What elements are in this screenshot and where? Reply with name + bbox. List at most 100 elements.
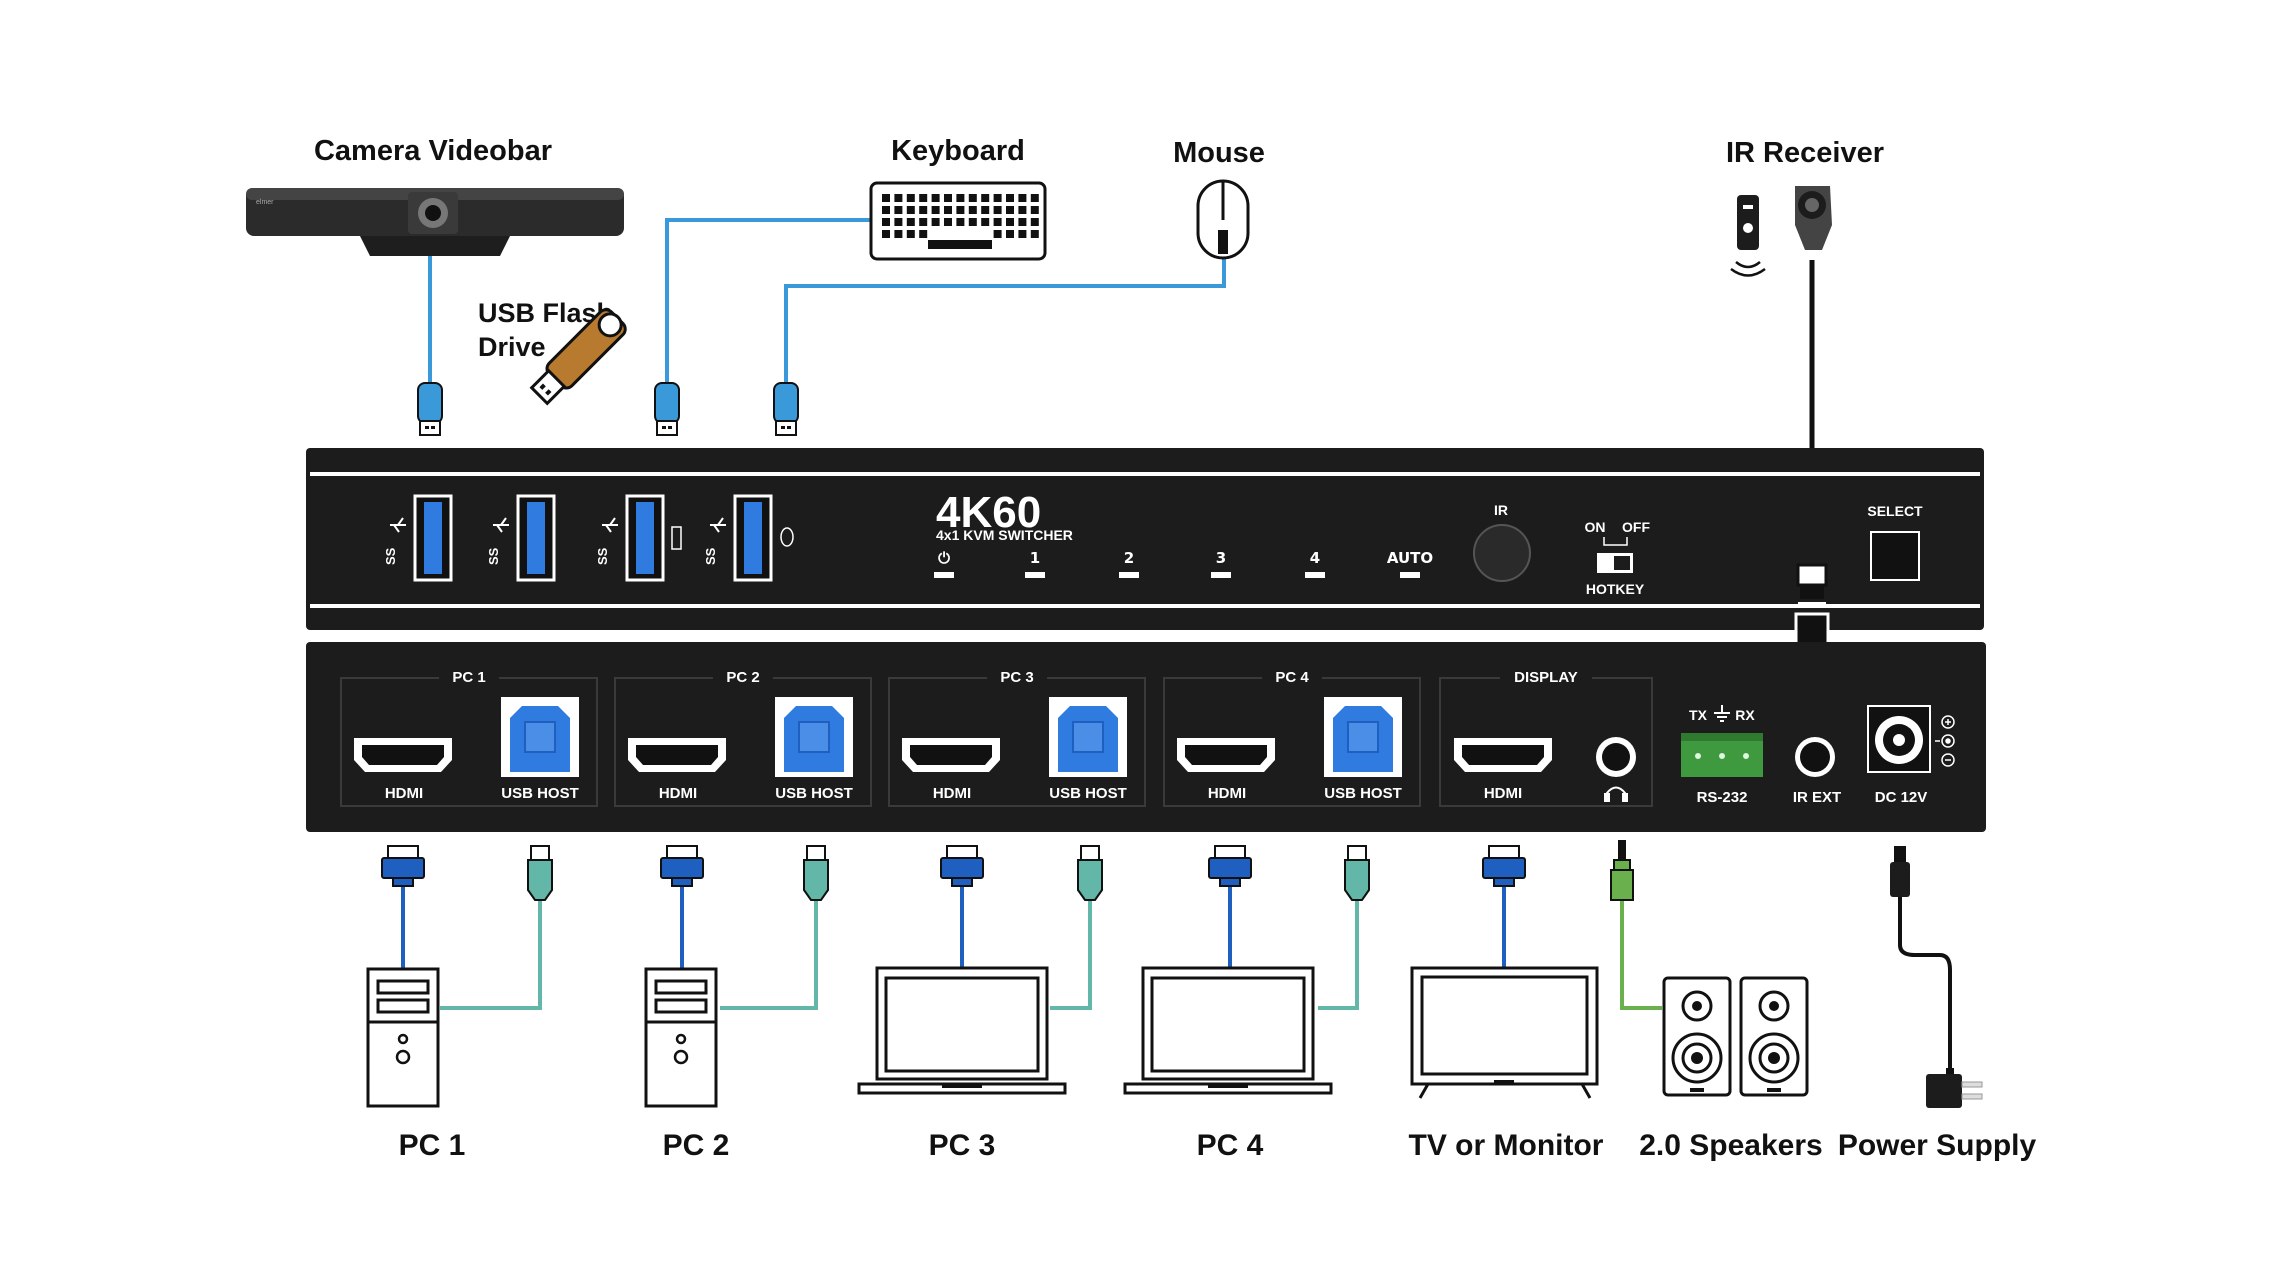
- power-label: Power Supply: [1838, 1129, 2037, 1162]
- hdmi-port-label: HDMI: [385, 785, 423, 802]
- camera-label: Camera Videobar: [314, 135, 552, 167]
- rear-panel: PC 1 HDMI USB HOST PC 2 HDMI USB HOST PC 3 HDMI…: [306, 642, 1986, 832]
- mouse-usb-cable: [784, 240, 1226, 390]
- ir-sensor-window: [1473, 524, 1531, 582]
- ground-icon: [1714, 705, 1730, 722]
- front-button[interactable]: [1119, 572, 1139, 578]
- usb-a-plug-icon: [417, 382, 443, 436]
- camera-videobar-icon: elmer: [246, 188, 624, 256]
- pc-port-group: PC 1 HDMI USB HOST: [340, 669, 598, 807]
- usb-b-plugs: [527, 845, 1370, 901]
- hotkey-switch[interactable]: [1597, 553, 1633, 573]
- mouse-label: Mouse: [1173, 137, 1265, 169]
- usb-ss-label: SS: [383, 547, 398, 565]
- hdmi-plugs: [381, 845, 1526, 887]
- usb-b-plug-icon: [803, 845, 829, 901]
- hdmi-input-port[interactable]: [628, 738, 726, 772]
- hotkey-off-label: OFF: [1622, 519, 1650, 535]
- usb-host-cables: [440, 900, 1359, 1010]
- front-button[interactable]: [1305, 572, 1325, 578]
- front-button-label: 1: [1030, 549, 1040, 567]
- front-button-label: 3: [1216, 549, 1226, 567]
- laptop-icon: [1123, 966, 1333, 1095]
- pc-group-title: PC 2: [726, 669, 759, 686]
- laptop-icon: [857, 966, 1067, 1095]
- mouse-icon: [1196, 179, 1250, 260]
- front-usb-port[interactable]: [516, 494, 556, 582]
- keyboard-usb-cable: [665, 218, 870, 390]
- usb-host-port-label: USB HOST: [1324, 785, 1402, 802]
- hotkey-label: HOTKEY: [1586, 581, 1645, 597]
- front-usb-port[interactable]: [733, 494, 773, 582]
- dc-power-jack[interactable]: [1867, 705, 1931, 773]
- pc4-label: PC 4: [1197, 1129, 1264, 1162]
- usb-b-plug-icon: [1344, 845, 1370, 901]
- hdmi-input-port[interactable]: [1177, 738, 1275, 772]
- desktop-tower-icon: [644, 967, 718, 1108]
- keyboard-port-icon: [671, 526, 682, 550]
- front-button[interactable]: [1400, 572, 1420, 578]
- select-label: SELECT: [1867, 503, 1923, 519]
- keyboard-label: Keyboard: [891, 135, 1025, 167]
- usb-host-port-label: USB HOST: [501, 785, 579, 802]
- pc-group-title: PC 1: [452, 669, 485, 686]
- ir-ext-label: IR EXT: [1793, 789, 1841, 806]
- front-usb-port[interactable]: [625, 494, 665, 582]
- usb-a-plug-icon: [654, 382, 680, 436]
- display-hdmi-port[interactable]: [1454, 738, 1552, 772]
- rs232-terminal[interactable]: [1681, 733, 1763, 777]
- front-button[interactable]: [934, 572, 954, 578]
- usb-b-plug-icon: [527, 845, 553, 901]
- speakers-icon: [1662, 976, 1809, 1097]
- usb-a-plug-icon: [773, 382, 799, 436]
- front-button-label: ⏻: [938, 549, 950, 567]
- front-button[interactable]: [1211, 572, 1231, 578]
- hdmi-plug-icon: [1482, 845, 1526, 887]
- hdmi-plug-icon: [940, 845, 984, 887]
- hdmi-plug-icon: [660, 845, 704, 887]
- dc-label: DC 12V: [1875, 789, 1928, 806]
- display-port-group: DISPLAY HDMI: [1439, 669, 1653, 807]
- remote-control-icon: [1730, 195, 1766, 277]
- rs232-label: RS-232: [1697, 789, 1748, 806]
- usb-host-port[interactable]: [501, 697, 579, 777]
- front-button-label: 2: [1124, 549, 1134, 567]
- front-button-label: AUTO: [1387, 549, 1433, 567]
- usb-a-plugs: [417, 382, 799, 436]
- hdmi-input-port[interactable]: [354, 738, 452, 772]
- front-button-label: 4: [1310, 549, 1320, 567]
- usb-host-port[interactable]: [1324, 697, 1402, 777]
- rs232-tx-label: TX: [1689, 707, 1708, 723]
- usb-flash-drive-icon: [529, 308, 627, 406]
- usb-trident-icon: [493, 517, 509, 533]
- front-button[interactable]: [1025, 572, 1045, 578]
- usb-host-port-label: USB HOST: [775, 785, 853, 802]
- audio-cable: [1620, 900, 1662, 1010]
- hdmi-plug-icon: [1208, 845, 1252, 887]
- tv-monitor-icon: [1410, 966, 1599, 1099]
- rs232-rx-label: RX: [1735, 707, 1755, 723]
- ir-receiver-label: IR Receiver: [1726, 137, 1884, 169]
- usb-host-port[interactable]: [1049, 697, 1127, 777]
- usb-ss-label: SS: [486, 547, 501, 565]
- pc2-label: PC 2: [663, 1129, 730, 1162]
- display-group-title: DISPLAY: [1514, 669, 1578, 686]
- usb-host-port[interactable]: [775, 697, 853, 777]
- front-usb-port[interactable]: [413, 494, 453, 582]
- polarity-icon: [1935, 715, 1955, 767]
- brand-subtitle: 4x1 KVM SWITCHER: [936, 527, 1073, 543]
- select-button[interactable]: [1870, 531, 1920, 581]
- hdmi-port-label: HDMI: [1208, 785, 1246, 802]
- hdmi-port-label: HDMI: [933, 785, 971, 802]
- hdmi-input-port[interactable]: [902, 738, 1000, 772]
- usb-trident-icon: [710, 517, 726, 533]
- brand-title: 4K60: [936, 488, 1041, 537]
- pc-group-title: PC 3: [1000, 669, 1033, 686]
- power-cable: [1898, 895, 1952, 1070]
- audio-plug-icon: [1610, 840, 1634, 901]
- speakers-label: 2.0 Speakers: [1639, 1129, 1822, 1162]
